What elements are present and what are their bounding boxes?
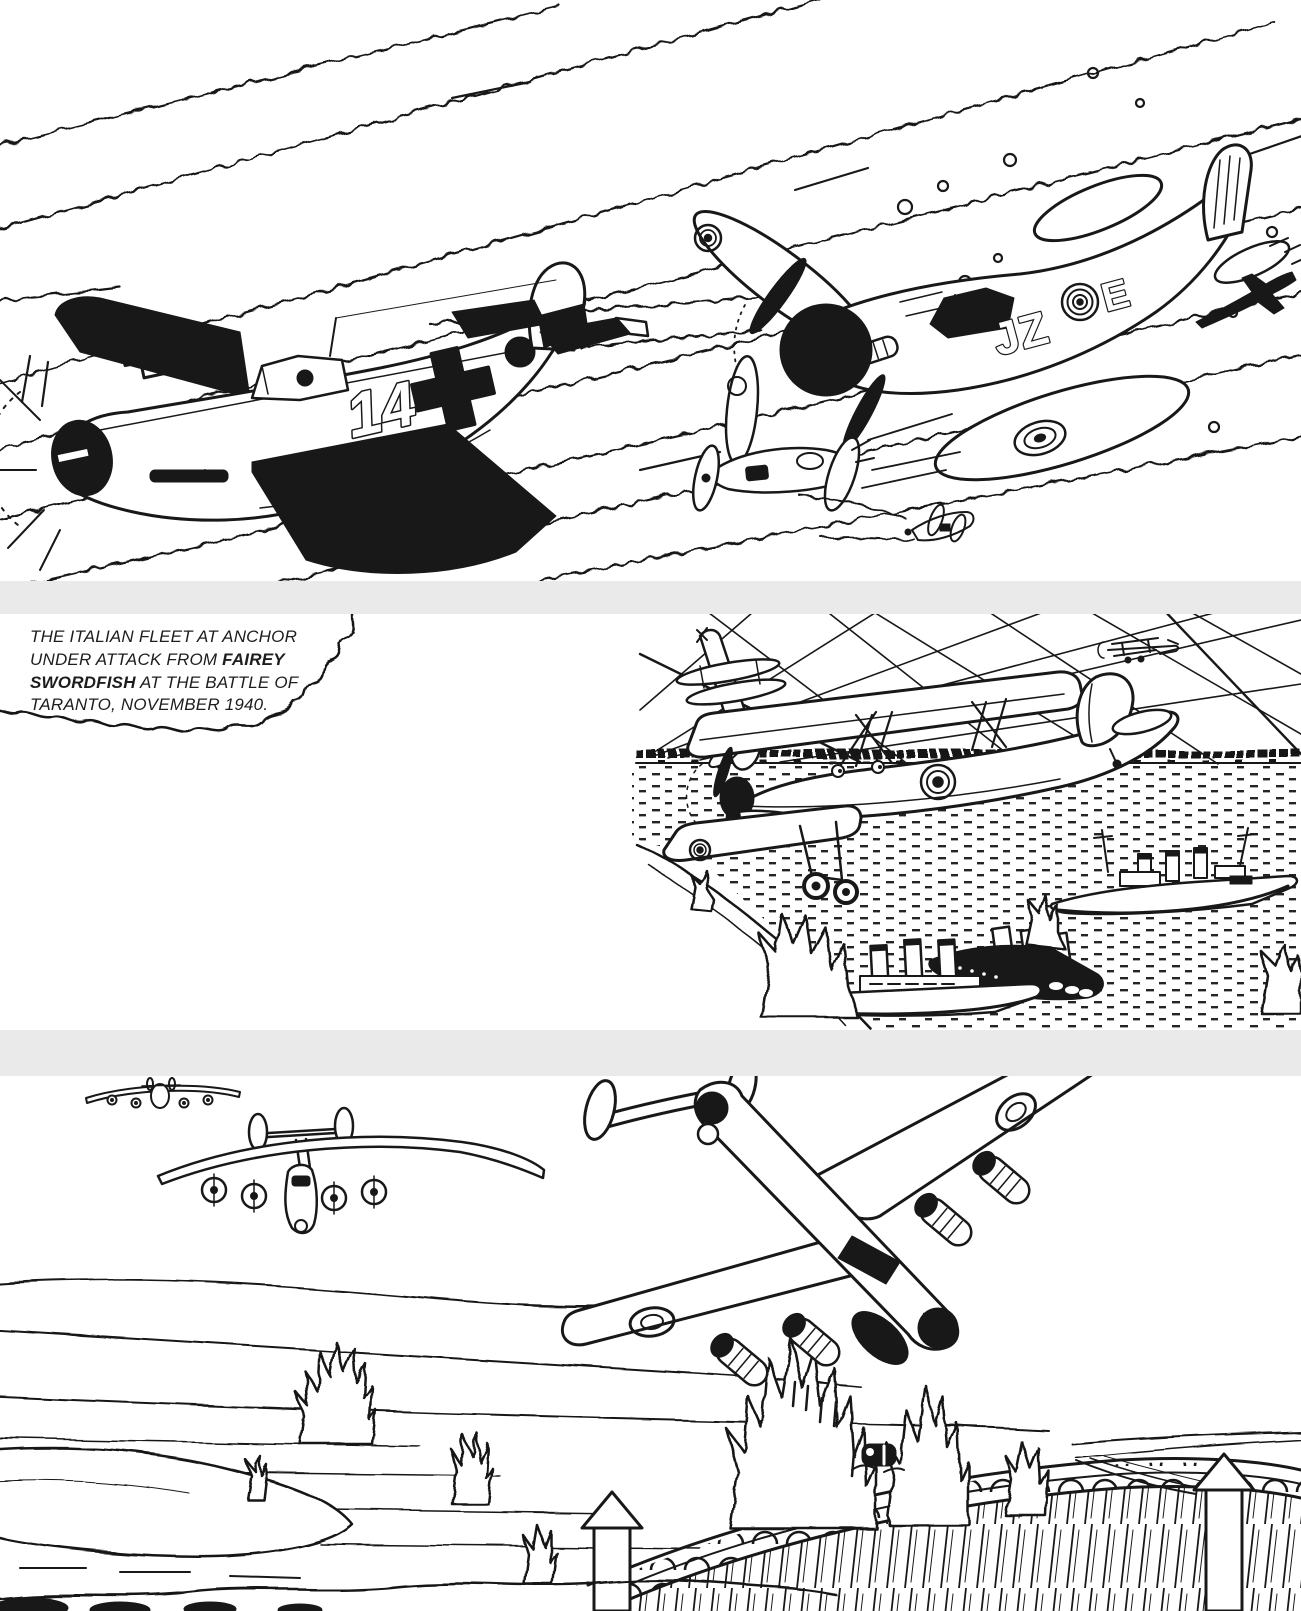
spitfire-spinner [779, 303, 873, 397]
caption-text: THE ITALIAN FLEET AT ANCHOR UNDER ATTACK… [30, 627, 298, 669]
fuselage-roundel-icon [919, 763, 957, 801]
splash-plumes [724, 1336, 1050, 1530]
tail-turret [695, 1091, 729, 1146]
propeller-blur [0, 379, 61, 571]
biplane-distant [1097, 637, 1180, 664]
emblem-icon [504, 336, 536, 368]
searchlight-beams [638, 614, 1301, 765]
dam [580, 1452, 1301, 1611]
swordfish-main [662, 670, 1180, 905]
spitfire-fighter: JZ E [692, 143, 1291, 482]
bouncing-bomb [851, 1443, 905, 1473]
foreshore [0, 1446, 354, 1558]
balkenkreuz-icon [410, 346, 496, 432]
panel-divider [0, 581, 1301, 614]
damaged-plane [799, 495, 975, 543]
wing-roundel-icon [1013, 419, 1067, 457]
hills [0, 1279, 1301, 1459]
spitfire-starboard-wing [933, 374, 1191, 482]
wingtip-roundel-icon [693, 223, 723, 253]
nose-turret [917, 1307, 959, 1349]
cockpit [291, 1175, 311, 1187]
dam-face [598, 1486, 1301, 1611]
lower-wing [662, 804, 863, 862]
bf109-fighter: 14 [0, 261, 650, 574]
starboard-wing [810, 1076, 1093, 1221]
engine-nacelles [710, 1150, 1031, 1387]
landing-gear [798, 820, 859, 905]
trees-and-splashes [244, 1340, 558, 1586]
dam-tower [580, 1490, 644, 1611]
lancaster-distant [85, 1077, 241, 1109]
lancaster-large [561, 1076, 1093, 1387]
panel-taranto [0, 614, 1301, 1030]
caption-bubble [0, 614, 355, 733]
spitfire-canopy [929, 287, 1015, 339]
torpedo-splashes [688, 868, 1301, 1020]
panel-dogfight: 14 [0, 0, 1301, 581]
lower-wing-roundel-icon [688, 838, 712, 862]
small-fighter [691, 355, 961, 512]
upper-wing [686, 670, 1084, 759]
caption-text-bold: FAIREY SWORDFISH [30, 649, 285, 692]
panel-dambusters [0, 1076, 1301, 1611]
panel-divider [0, 1030, 1301, 1076]
caption-taranto: THE ITALIAN FLEET AT ANCHOR UNDER ATTACK… [30, 626, 328, 717]
pilot-head [296, 369, 314, 387]
engine-nacelles [200, 1173, 388, 1215]
lancaster-mid [156, 1106, 546, 1235]
warship-right [1049, 827, 1299, 916]
skip-marks [791, 1380, 856, 1478]
silhouette-plane [1195, 237, 1301, 329]
dam-tower [1192, 1452, 1256, 1611]
shore-bushes [0, 1579, 838, 1611]
bf109-number: 14 [340, 369, 423, 452]
wing-struts [838, 697, 1008, 768]
caption-text: AT THE BATTLE OF TARANTO, NOVEMBER 1940. [30, 672, 299, 715]
fuselage-roundel-icon [1060, 282, 1100, 322]
